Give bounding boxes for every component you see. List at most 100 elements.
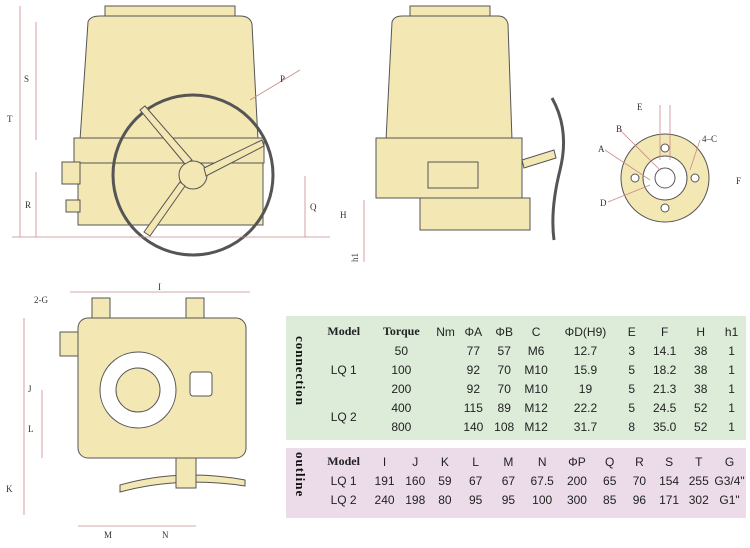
col-model: Model [327,324,361,338]
flange-detail-drawing: E B A D F 4–C [598,102,741,223]
table-cell: 115 [463,400,483,415]
table-cell: 3 [628,343,636,358]
col-d: ΦD(H9) [564,324,607,339]
table-cell: 35.0 [653,419,677,434]
table-cell: 67.5 [530,473,554,488]
model-cell: LQ 2 [330,492,357,507]
table-cell: 19 [578,381,593,396]
table-cell: 1 [728,419,735,434]
table-row: LQ 2 400 115 89 M12 22.2 5 24.5 52 1 [318,398,746,425]
col-e: E [627,324,636,339]
outline-table-band [286,448,746,518]
table-cell: M6 [527,343,545,358]
table-cell: 89 [497,400,511,415]
outline-header-row: Model I J K L M N ΦP Q R S T G [318,452,746,471]
outline-title: outline [293,452,308,498]
col-n: N [537,454,547,469]
table-cell: 300 [566,492,587,507]
dim-2G: 2-G [34,295,48,305]
dim-P: P [280,74,285,84]
connection-title: connection [293,336,308,406]
dim-R: R [25,200,31,210]
dim-D: D [600,198,607,208]
table-cell: 5 [628,400,636,415]
dim-T: T [7,114,13,124]
dim-A: A [598,144,605,154]
col-torque: Torque [382,324,420,338]
torque-cell: 200 [391,381,412,396]
col-h: H [696,324,706,339]
table-cell: 5 [628,362,636,377]
table-cell: 92 [466,362,481,377]
dim-J: J [28,384,32,394]
table-cell: M10 [524,381,548,396]
table-cell: 12.7 [573,343,598,358]
table-cell: 8 [628,419,636,434]
table-cell: 302 [688,492,709,507]
dim-E: E [637,102,643,112]
table-cell: 200 [566,473,587,488]
col-q: Q [605,454,615,469]
table-cell: 5 [628,381,636,396]
col-nm: Nm [436,324,455,339]
table-cell: 18.2 [653,362,677,377]
table-cell: 1 [728,362,735,377]
side-view-drawing: H h1 [340,5,566,262]
table-cell: 38 [694,362,708,377]
col-h1: h1 [724,324,739,339]
table-cell: 1 [728,343,735,358]
table-cell: 31.7 [573,419,598,434]
model-cell: LQ 2 [330,410,357,424]
table-cell: 95 [468,492,483,507]
torque-cell: 400 [391,400,412,415]
table-cell: M12 [524,400,548,415]
table-row: LQ 2 240 198 80 95 95 100 300 85 96 171 … [318,490,746,509]
table-cell: 171 [659,492,680,507]
table-row: 200 92 70 M10 19 5 21.3 38 1 [318,379,746,398]
table-cell: 154 [659,473,680,488]
col-a: ΦA [464,324,483,339]
table-cell: 95 [501,492,516,507]
table-cell: 255 [688,473,709,488]
table-cell: G1" [719,492,740,507]
col-f: F [661,324,669,339]
torque-cell: 50 [394,343,408,358]
table-cell: 70 [497,381,511,396]
dim-S: S [24,74,29,84]
table-cell: 100 [532,492,553,507]
table-cell: 22.2 [573,400,598,415]
col-s: S [665,454,674,469]
dim-L: L [28,424,34,434]
table-row: LQ 1 191 160 59 67 67 67.5 200 65 70 154… [318,471,746,490]
col-i: I [382,454,387,469]
bottom-view-drawing: 2-G I J L K M N [6,282,250,540]
table-cell: 67 [501,473,516,488]
table-cell: 65 [603,473,617,488]
col-g: G [724,454,735,469]
table-cell: 1 [728,400,735,415]
table-cell: 191 [374,473,395,488]
dim-M: M [104,530,112,540]
dim-I: I [158,282,161,292]
dim-h1: h1 [350,253,360,262]
col-j: J [412,454,419,469]
col-m: M [503,454,514,469]
col-p: ΦP [568,454,586,469]
table-cell: 80 [438,492,452,507]
table-cell: 21.3 [653,381,677,396]
table-cell: 70 [497,362,511,377]
table-cell: 108 [494,419,515,434]
table-cell: 67 [468,473,483,488]
torque-cell: 100 [391,362,412,377]
col-t: T [695,454,703,469]
outline-table: Model I J K L M N ΦP Q R S T G LQ 1 191 … [318,452,746,509]
table-cell: M10 [524,362,548,377]
table-cell: 52 [694,419,708,434]
table-cell: 140 [463,419,484,434]
dim-F: F [736,176,741,186]
connection-table-band [286,316,746,440]
col-b: ΦB [495,324,513,339]
table-cell: 52 [694,400,708,415]
connection-table: Model Torque Nm ΦA ΦB C ΦD(H9) E F H h1 … [318,322,746,436]
col-r: R [635,454,644,469]
